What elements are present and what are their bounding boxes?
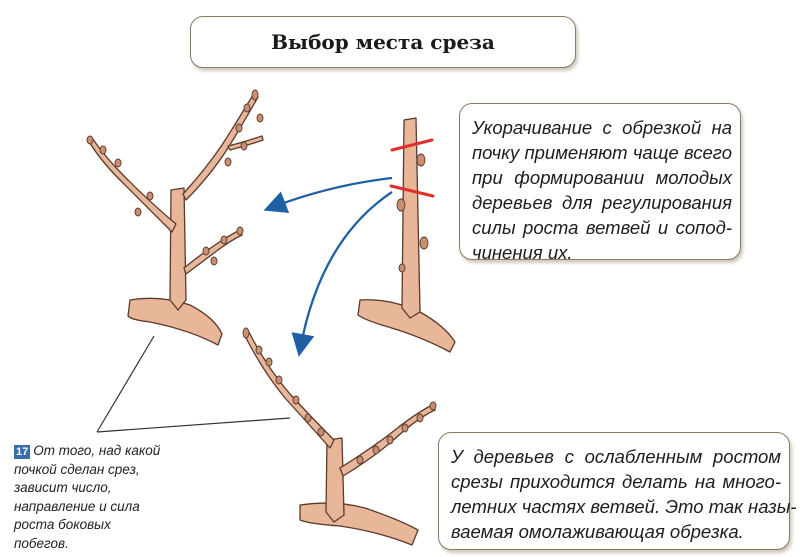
buds-top-left: [86, 89, 264, 266]
note-bottom-line: срезы приходится делать на много-: [451, 471, 781, 492]
caption-line: роста боковых: [14, 517, 111, 532]
buds-bottom-tree: [242, 327, 437, 465]
note-top-line: Укорачивание с обрезкой на: [472, 117, 732, 138]
note-bottom-line: У деревьев с ослабленным ростом: [451, 446, 781, 467]
caption-line: почкой сделан срез,: [14, 461, 140, 477]
note-top-line: почку применяют чаще всего: [472, 142, 732, 163]
note-bottom-line: летних частях ветвей. Это так назы-: [451, 496, 797, 517]
page-title: Выбор места среза: [271, 30, 495, 54]
buds-branch-with-cuts: [396, 153, 429, 273]
caption-text: От того, над какой: [33, 443, 161, 458]
note-top: Укорачивание с обрезкой на почку применя…: [459, 103, 741, 263]
note-top-line: деревьев для регулирования: [472, 192, 732, 213]
arrow-to-bottom: [291, 191, 393, 357]
figure-number-badge: 17: [14, 445, 31, 459]
caption-pointer-lines: [96, 335, 291, 433]
note-top-line: силы роста ветвей и сопод-: [472, 217, 732, 238]
note-top-line: чинения их.: [472, 242, 573, 263]
title-box: Выбор места среза: [190, 16, 576, 68]
caption-line: направление и сила: [14, 498, 140, 514]
arrow-to-top-left: [263, 176, 393, 213]
note-top-line: при формировании молодых: [472, 167, 732, 188]
branch-with-cuts: [357, 117, 456, 353]
tree-bottom: [243, 331, 436, 546]
caption-line: побегов.: [14, 535, 69, 551]
note-bottom-line: ваемая омолаживающая обрезка.: [451, 521, 744, 542]
cut-marks: [389, 138, 435, 198]
tree-top-left: [87, 94, 264, 346]
caption-line: зависит число,: [14, 480, 112, 495]
note-bottom: У деревьев с ослабленным ростом срезы пр…: [438, 432, 797, 550]
